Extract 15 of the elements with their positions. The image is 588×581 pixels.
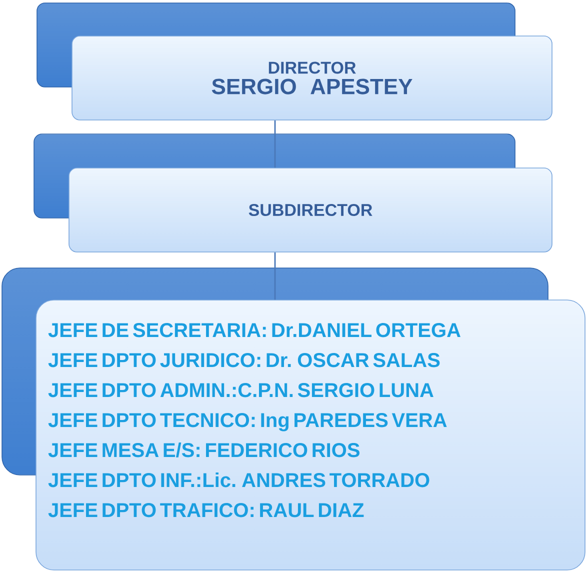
staff-line: JEFE DE SECRETARIA: Dr.DANIEL ORTEGA xyxy=(48,323,460,338)
role-box xyxy=(68,168,552,252)
staff-line: JEFE DPTO TRAFICO: RAUL DIAZ xyxy=(48,503,364,518)
staff-line: JEFE DPTO ADMIN.:C.P.N. SERGIO LUNA xyxy=(48,383,434,398)
staff-line: JEFE DPTO JURIDICO: Dr. OSCAR SALAS xyxy=(48,353,440,368)
box-heading: SUBDIRECTOR xyxy=(248,204,372,216)
role-box xyxy=(72,36,552,120)
box-heading: DIRECTOR xyxy=(268,62,356,74)
staff-line: JEFE MESA E/S: FEDERICO RIOS xyxy=(48,442,360,458)
connector-line xyxy=(274,120,276,168)
staff-box xyxy=(36,300,586,570)
staff-line: JEFE DPTO INF.:Lic. ANDRES TORRADO xyxy=(48,472,430,488)
connector-line xyxy=(274,252,276,300)
staff-line: JEFE DPTO TECNICO: Ing PAREDES VERA xyxy=(48,413,447,432)
person-name: SERGIO APESTEY xyxy=(212,78,412,94)
